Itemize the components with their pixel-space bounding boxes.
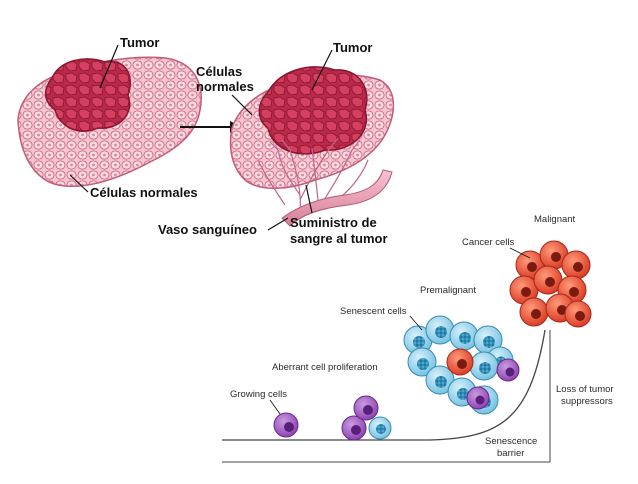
label-loss-1: Loss of tumor xyxy=(556,384,614,395)
senescent-cell-cluster xyxy=(403,315,520,415)
label-tumor-left: Tumor xyxy=(120,35,159,50)
label-premalignant: Premalignant xyxy=(420,285,476,296)
label-normal-cells-bottom: Células normales xyxy=(90,185,198,200)
label-cancer-cells: Cancer cells xyxy=(462,237,515,248)
left-tissue-diagram xyxy=(17,56,202,187)
label-senescence-1: Senescence xyxy=(485,436,537,447)
progression-curve xyxy=(222,329,546,441)
label-blood-vessel: Vaso sanguíneo xyxy=(158,222,257,237)
progression-diagram: Malignant Cancer cells Premalignant Sene… xyxy=(222,214,614,463)
label-loss-2: suppressors xyxy=(561,396,613,407)
label-senescent-cells: Senescent cells xyxy=(340,306,407,317)
label-malignant: Malignant xyxy=(534,214,576,225)
right-tissue-diagram xyxy=(229,66,395,227)
label-senescence-2: barrier xyxy=(497,448,524,459)
label-blood-supply-1: Suministro de xyxy=(290,215,377,230)
tumor-mass-left xyxy=(44,58,131,132)
label-growing-cells: Growing cells xyxy=(230,389,287,400)
blood-vessel xyxy=(281,169,393,227)
cancer-cell-cluster xyxy=(509,240,592,328)
label-aberrant: Aberrant cell proliferation xyxy=(272,362,378,373)
aberrant-cell-cluster xyxy=(341,395,392,441)
label-tumor-right: Tumor xyxy=(333,40,372,55)
tumor-mass-right xyxy=(258,66,368,155)
top-labels: Tumor Tumor Células normales Células nor… xyxy=(69,35,388,246)
label-normal-cells-right-2: normales xyxy=(196,79,254,94)
growing-cell xyxy=(273,412,299,438)
label-blood-supply-2: sangre al tumor xyxy=(290,231,388,246)
label-normal-cells-right-1: Células xyxy=(196,64,242,79)
